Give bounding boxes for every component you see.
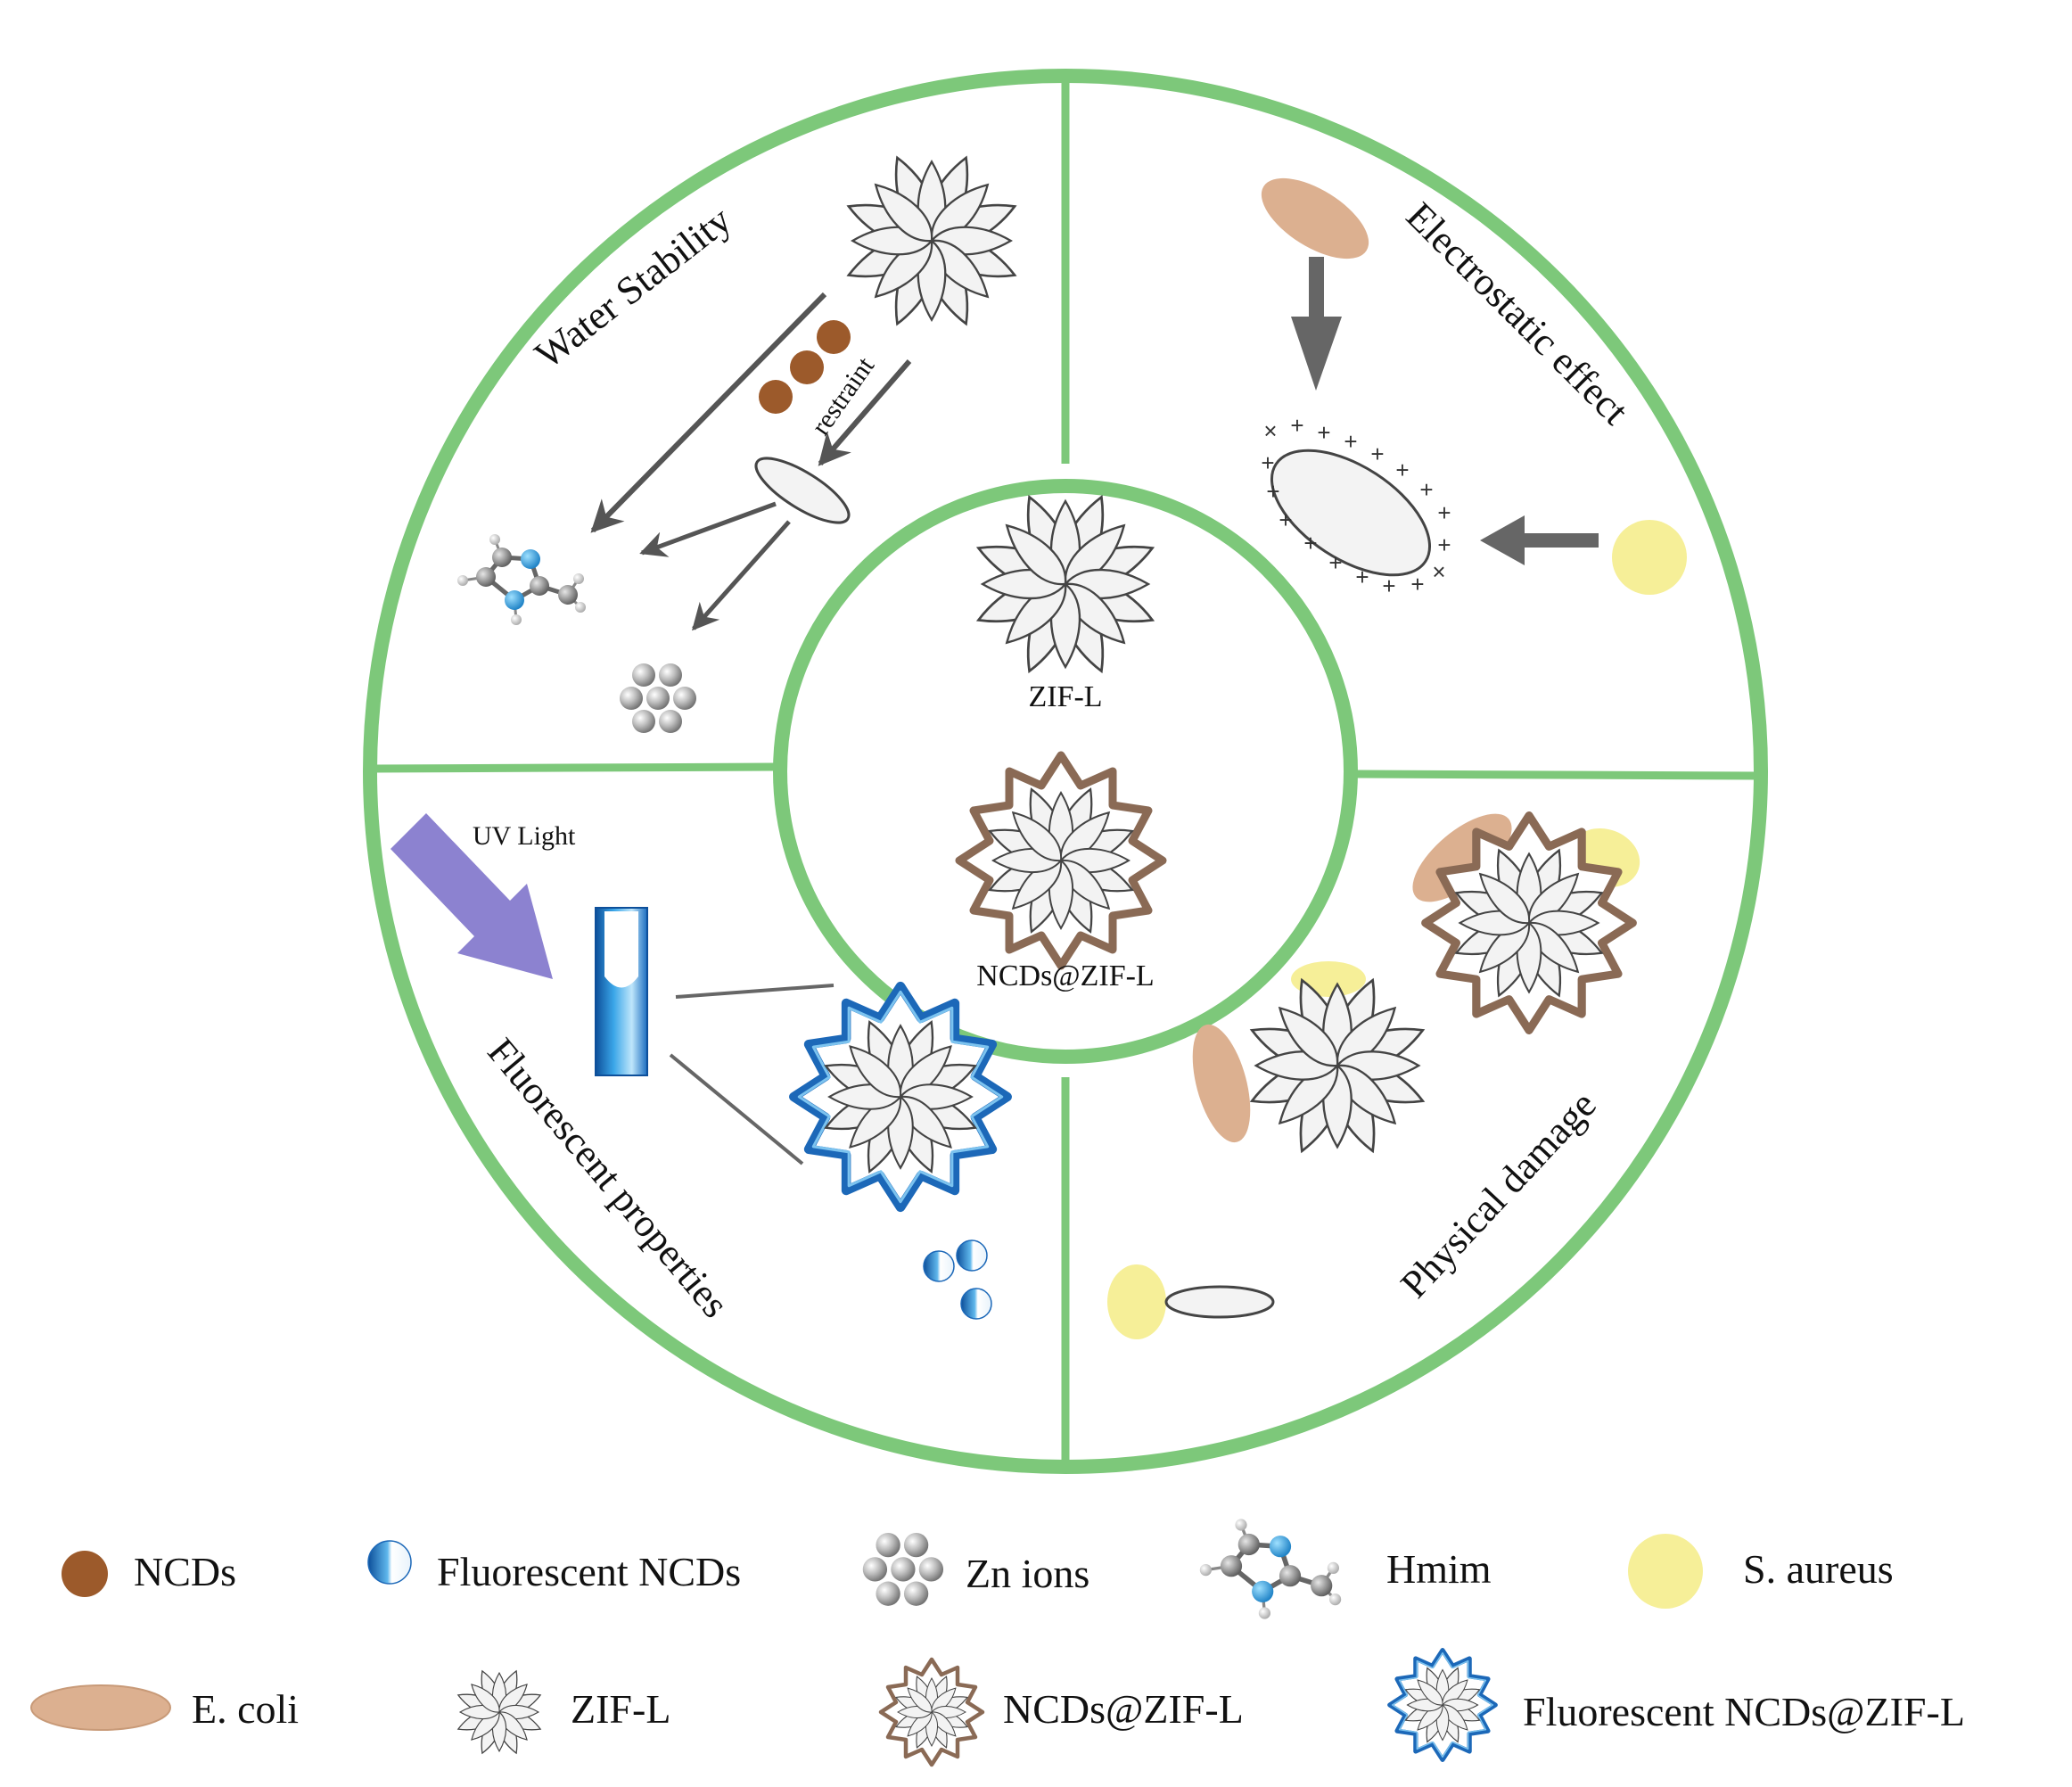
water-disc <box>754 457 851 524</box>
water-ncd-dots <box>759 320 851 414</box>
water-zn-ions <box>620 663 696 733</box>
electro-disc <box>1270 449 1432 577</box>
electro-saureus <box>1612 520 1687 595</box>
legend: NCDs Fluorescent NCDs Zn ions Hmim S. au… <box>30 1519 1965 1765</box>
legend-saureus-swatch <box>1628 1534 1703 1609</box>
svg-text:+: + <box>1261 449 1274 476</box>
electro-charges: × + + + + + + + + + + + + + + + × + <box>1261 412 1451 599</box>
svg-text:+: + <box>1266 478 1279 505</box>
fluor-lines <box>669 984 835 1165</box>
electro-arrow-down <box>1291 257 1342 391</box>
legend-fluor-ncds-swatch <box>367 1540 412 1585</box>
water-arrows <box>590 292 912 631</box>
uv-light-label: UV Light <box>473 821 576 851</box>
svg-text:+: + <box>1370 441 1384 467</box>
phys-disc <box>1164 1285 1275 1319</box>
svg-text:+: + <box>1410 571 1424 597</box>
legend-saureus-label: S. aureus <box>1743 1546 1894 1592</box>
legend-zif-swatch <box>456 1668 544 1757</box>
legend-zif-label: ZIF-L <box>571 1686 670 1732</box>
legend-zn-label: Zn ions <box>966 1551 1089 1596</box>
legend-ecoli-label: E. coli <box>192 1686 299 1732</box>
svg-text:+: + <box>1279 506 1292 533</box>
fluor-ncd-dots <box>923 1239 992 1320</box>
cuvette <box>595 907 648 1076</box>
legend-ecoli-swatch <box>30 1684 171 1731</box>
water-zif-flower <box>843 152 1021 330</box>
svg-text:+: + <box>1395 457 1409 483</box>
legend-zn-swatch <box>862 1532 944 1606</box>
center-zif-label: ZIF-L <box>1028 680 1102 713</box>
center-ncd-zif-label: NCDs@ZIF-L <box>976 959 1154 992</box>
svg-text:+: + <box>1344 428 1357 455</box>
legend-ncd-zif-label: NCDs@ZIF-L <box>1003 1686 1244 1732</box>
electro-arrow-left <box>1480 515 1599 565</box>
svg-text:+: + <box>1317 419 1330 446</box>
svg-text:+: + <box>1382 572 1395 599</box>
svg-text:+: + <box>1437 499 1451 526</box>
legend-ncds-swatch <box>62 1551 108 1597</box>
svg-text:+: + <box>1328 549 1342 576</box>
legend-hmim-swatch <box>1200 1519 1341 1618</box>
phys-ecoli-mid <box>1192 1024 1251 1143</box>
phys-zif-flower <box>1246 974 1428 1157</box>
physical-title: Physical damage <box>1392 1083 1604 1306</box>
phys-saureus-bottom <box>1107 1264 1166 1339</box>
water-hmim-molecule <box>457 534 586 625</box>
electro-ecoli <box>1261 177 1369 259</box>
legend-fluor-ncd-zif-label: Fluorescent NCDs@ZIF-L <box>1523 1689 1965 1734</box>
svg-text:+: + <box>1303 530 1317 556</box>
svg-text:×: × <box>1263 417 1277 444</box>
legend-ncds-label: NCDs <box>134 1549 236 1594</box>
quadrant-dividers <box>369 76 1762 1467</box>
uv-arrow <box>391 813 553 979</box>
svg-text:+: + <box>1419 476 1433 503</box>
svg-text:+: + <box>1437 531 1451 558</box>
svg-text:+: + <box>1290 412 1303 439</box>
svg-text:×: × <box>1432 558 1445 585</box>
legend-fluor-ncd-zif-swatch <box>1390 1651 1496 1760</box>
electrostatic-title: Electrostatic effect <box>1398 194 1637 432</box>
legend-fluor-ncds-label: Fluorescent NCDs <box>437 1549 741 1594</box>
legend-hmim-label: Hmim <box>1386 1546 1492 1592</box>
svg-text:+: + <box>1355 564 1369 590</box>
legend-ncd-zif-swatch <box>881 1659 983 1765</box>
